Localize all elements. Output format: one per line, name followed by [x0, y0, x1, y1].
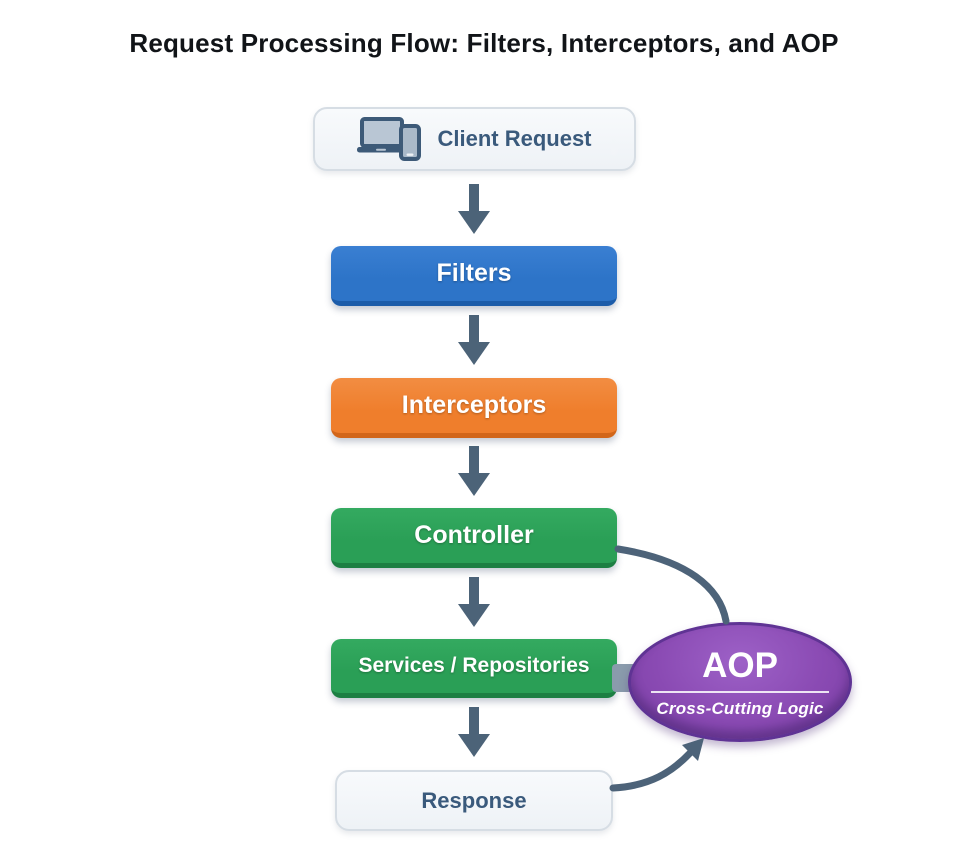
node-services-repositories: Services / Repositories: [331, 639, 617, 698]
response-to-aop-arrowhead: [682, 738, 704, 761]
laptop-phone-icon: [357, 116, 422, 162]
client-request-label: Client Request: [437, 126, 592, 151]
flow-arrow-down-5: [458, 707, 490, 757]
interceptors-label: Interceptors: [401, 391, 547, 419]
flow-arrow-down-2: [458, 315, 490, 365]
node-controller: Controller: [331, 508, 617, 568]
node-interceptors: Interceptors: [331, 378, 617, 438]
controller-label: Controller: [414, 521, 534, 549]
response-label: Response: [421, 787, 527, 813]
flow-arrow-down-3: [458, 446, 490, 496]
flow-arrow-down-1: [458, 184, 490, 234]
glare-artifact: [608, 136, 620, 156]
controller-to-aop-curve: [614, 545, 730, 625]
diagram-title: Request Processing Flow: Filters, Interc…: [129, 28, 839, 58]
aop-sublabel: Cross-Cutting Logic: [656, 698, 824, 718]
services-repositories-label: Services / Repositories: [358, 654, 590, 677]
filters-label: Filters: [436, 259, 512, 287]
node-filters: Filters: [331, 246, 617, 306]
node-client-request: Client Request: [313, 107, 636, 171]
response-to-aop-curve: [609, 749, 694, 792]
flow-arrow-down-4: [458, 577, 490, 627]
node-response: Response: [335, 770, 613, 831]
node-aop: AOP Cross-Cutting Logic: [628, 622, 852, 742]
aop-label: AOP: [702, 645, 778, 685]
aop-divider: [651, 690, 829, 693]
